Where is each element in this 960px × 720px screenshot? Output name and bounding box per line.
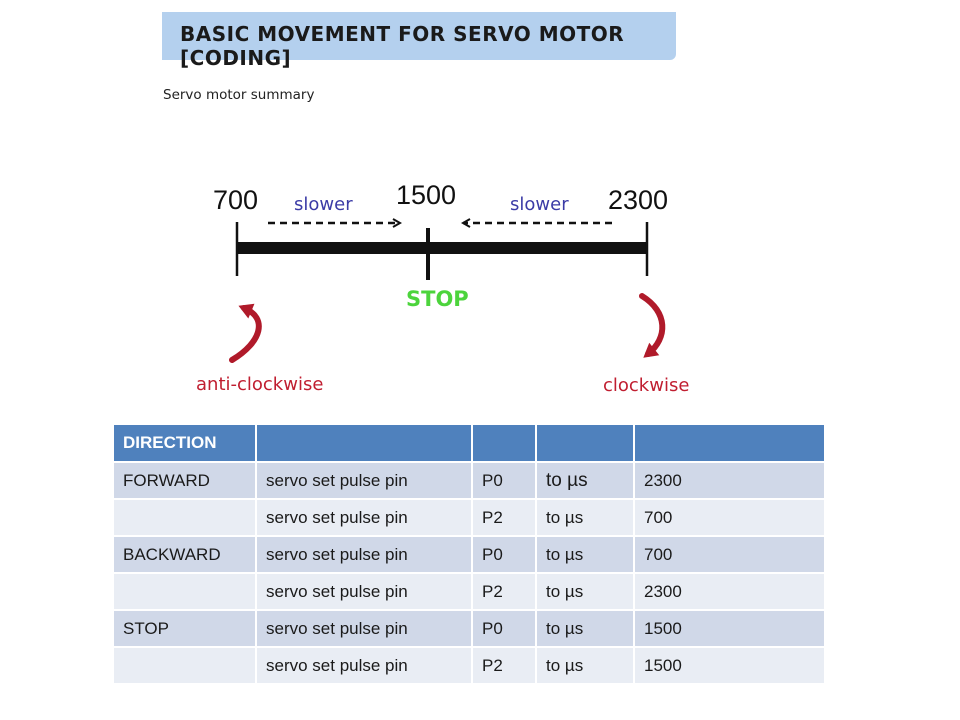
pulse-value-cell: 2300 [633, 572, 826, 611]
anti-clockwise-arrow-icon [229, 303, 262, 363]
pin-cell: P2 [471, 572, 537, 611]
direction-cell: BACKWARD [112, 535, 257, 574]
direction-cell: STOP [112, 609, 257, 648]
clockwise-arrow-icon [639, 293, 666, 358]
unit-cell: to µs [535, 572, 635, 611]
direction-cell [112, 646, 257, 685]
page-title: BASIC MOVEMENT FOR SERVO MOTOR [CODING] [180, 22, 625, 70]
pin-cell: P0 [471, 461, 537, 500]
pulse-value-cell: 700 [633, 498, 826, 537]
command-cell: servo set pulse pin [255, 461, 473, 500]
clockwise-label: clockwise [603, 375, 689, 396]
pin-cell: P0 [471, 609, 537, 648]
header-command [255, 423, 473, 463]
table-header-row: DIRECTION [112, 423, 826, 463]
command-cell: servo set pulse pin [255, 535, 473, 574]
direction-cell: FORWARD [112, 461, 257, 500]
header-pin [471, 423, 537, 463]
unit-cell: to µs [535, 609, 635, 648]
table-row: servo set pulse pin P2 to µs 700 [112, 498, 826, 537]
value-700: 700 [213, 185, 258, 215]
slower-label-right: slower [510, 194, 569, 215]
command-cell: servo set pulse pin [255, 498, 473, 537]
value-2300: 2300 [608, 185, 668, 215]
title-banner: BASIC MOVEMENT FOR SERVO MOTOR [CODING] [162, 12, 676, 70]
pin-cell: P2 [471, 498, 537, 537]
stop-label: STOP [406, 287, 469, 311]
anti-clockwise-label: anti-clockwise [196, 374, 323, 395]
value-1500: 1500 [396, 180, 456, 210]
command-cell: servo set pulse pin [255, 572, 473, 611]
pulse-value-cell: 1500 [633, 609, 826, 648]
page-subtitle: Servo motor summary [163, 87, 315, 103]
table-row: servo set pulse pin P2 to µs 1500 [112, 646, 826, 685]
header-direction: DIRECTION [112, 423, 257, 463]
pulse-value-cell: 1500 [633, 646, 826, 685]
unit-cell: to µs [535, 535, 635, 574]
servo-pulse-diagram: 700 1500 2300 slower slower STOP anti-cl… [196, 180, 689, 396]
slower-label-left: slower [294, 194, 353, 215]
unit-cell: to µs [535, 461, 635, 500]
unit-cell: to µs [535, 498, 635, 537]
header-value [633, 423, 826, 463]
table-row: servo set pulse pin P2 to µs 2300 [112, 572, 826, 611]
direction-cell [112, 498, 257, 537]
table-row: BACKWARD servo set pulse pin P0 to µs 70… [112, 535, 826, 574]
header-unit [535, 423, 635, 463]
pin-cell: P0 [471, 535, 537, 574]
pin-cell: P2 [471, 646, 537, 685]
table-row: FORWARD servo set pulse pin P0 to µs 230… [112, 461, 826, 500]
servo-command-table: DIRECTION FORWARD servo set pulse pin P0… [112, 423, 826, 685]
unit-cell: to µs [535, 646, 635, 685]
direction-cell [112, 572, 257, 611]
command-cell: servo set pulse pin [255, 646, 473, 685]
table-row: STOP servo set pulse pin P0 to µs 1500 [112, 609, 826, 648]
pulse-value-cell: 700 [633, 535, 826, 574]
pulse-value-cell: 2300 [633, 461, 826, 500]
command-cell: servo set pulse pin [255, 609, 473, 648]
